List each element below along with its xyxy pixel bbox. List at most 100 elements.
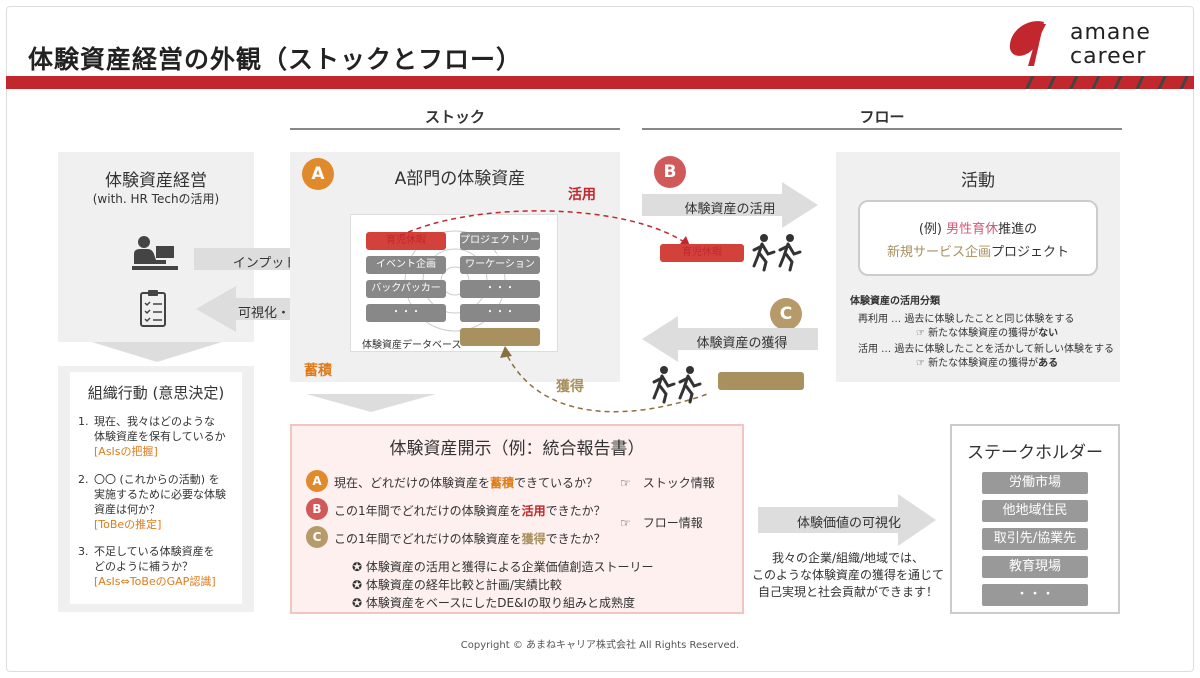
section-flow-line	[642, 128, 1122, 130]
runners-icon	[652, 366, 702, 404]
amane-logo-icon	[1009, 21, 1046, 66]
bullet-text: 体験資産の経年比較と計画/実績比較	[365, 578, 562, 592]
katsuyo-text: 活用	[568, 187, 596, 203]
item-line: どのように補うか？	[94, 560, 193, 573]
reuse-note-a: ☞ 新たな体験資産の獲得が	[916, 328, 1039, 339]
bullet-item: ✪ 体験資産の経年比較と計画/実績比較	[352, 578, 562, 592]
down-chevron-left	[92, 342, 222, 362]
db-pill-new-service: 新規サービス企画	[460, 328, 540, 346]
decision-box	[70, 372, 242, 604]
q-key: 活用	[521, 504, 546, 518]
use-pill: 育児休暇	[660, 244, 744, 262]
chikuseki-text: 蓄積	[304, 363, 332, 379]
bullet-item: ✪ 体験資産の活用と獲得による企業価値創造ストーリー	[352, 560, 654, 574]
decision-item-2: 2. 〇〇 (これからの活動) を 実施するために必要な体験 資産は何か？ [T…	[78, 472, 226, 531]
disclosure-title: 体験資産開示（例：統合報告書）	[389, 439, 645, 459]
disclosure-bullets: ✪ 体験資産の活用と獲得による企業価値創造ストーリー ✪ 体験資産の経年比較と計…	[352, 558, 654, 612]
item-line: 不足している体験資産を	[94, 545, 215, 558]
db-pill-etc: ・・・	[460, 304, 540, 322]
ex-red: 男性育休	[946, 222, 999, 237]
db-pill-etc: ・・・	[460, 280, 540, 298]
ex-gold: 新規サービス企画	[886, 245, 991, 260]
runners-icon	[752, 234, 802, 272]
q-key: 獲得	[521, 532, 546, 546]
stakeholder-item: 教育現場	[982, 556, 1088, 578]
management-subtitle: (with. HR Techの活用)	[92, 192, 220, 206]
disclosure-panel	[290, 424, 744, 614]
section-stock-line	[290, 128, 620, 130]
value-msg-line: このような体験資産の獲得を通じて	[751, 568, 944, 582]
section-stock-label: ストック	[424, 108, 485, 126]
use-label: 体験資産の活用	[684, 202, 776, 217]
page-title: 体験資産経営の外観（ストックとフロー）	[28, 45, 523, 74]
item-tag: [AsIsの把握]	[94, 445, 158, 458]
stakeholder-item: 他地域住民	[982, 500, 1088, 522]
reuse-note-b: ない	[1038, 328, 1059, 339]
item-line: 〇〇 (これからの活動) を	[94, 473, 220, 486]
db-pill-workation: ワーケーション	[460, 256, 540, 274]
item-line: 現在、我々はどのような	[94, 415, 215, 428]
header-bar	[6, 76, 1194, 89]
activity-example-box	[858, 200, 1098, 276]
stakeholder-item: 労働市場	[982, 472, 1088, 494]
decision-title: 組織行動 (意思決定)	[87, 384, 225, 402]
visualize-arrow	[196, 286, 344, 332]
decision-item-3: 3. 不足している体験資産を どのように補うか？ [AsIs⇔ToBeのGAP認…	[78, 544, 216, 588]
logo-text: amane career	[1070, 22, 1151, 70]
item-line: 実施するために必要な体験	[94, 488, 226, 501]
db-pill-etc: ・・・	[366, 304, 446, 322]
database-label: 体験資産データベース	[362, 340, 462, 351]
item-num: 2.	[78, 473, 89, 486]
ex-end: プロジェクト	[991, 245, 1070, 260]
q-text: この1年間でどれだけの体験資産を	[334, 532, 522, 546]
db-pill-backpacker: バックパッカー	[366, 280, 446, 298]
reuse-note: ☞ 新たな体験資産の獲得がない	[916, 324, 1058, 339]
item-line: 資産は何か？	[94, 503, 160, 516]
clipboard-icon	[140, 290, 166, 327]
ex-prefix: (例)	[918, 222, 947, 237]
katsuyo-label: 活用	[568, 184, 596, 204]
activity-example-line2: 新規サービス企画プロジェクト	[858, 241, 1098, 260]
management-title: 体験資産経営	[105, 171, 207, 191]
value-arrow	[758, 494, 936, 546]
activity-title: 活動	[961, 171, 995, 191]
bullet-text: 体験資産をベースにしたDE&Iの取り組みと成熟度	[365, 596, 635, 610]
db-pill-ikuji: 育児休暇	[366, 232, 446, 250]
q-text: できているか？	[514, 476, 599, 490]
person-at-desk-icon	[132, 236, 178, 270]
value-message: 我々の企業/組織/地域では、 このような体験資産の獲得を通じて 自己実現と社会貢…	[748, 550, 948, 601]
classification-title: 体験資産の活用分類	[850, 296, 940, 307]
copyright: Copyright © あまねキャリア株式会社 All Rights Reser…	[460, 640, 740, 651]
disclosure-q-a: 現在、どれだけの体験資産を蓄積できているか？	[334, 474, 598, 491]
logo-line1: amane	[1070, 20, 1151, 45]
get-arrow	[642, 316, 818, 362]
ex-mid: 推進の	[998, 222, 1038, 237]
item-tag: [AsIs⇔ToBeのGAP認識]	[94, 575, 216, 588]
get-label: 体験資産の獲得	[696, 336, 788, 351]
flow-curves	[399, 210, 710, 413]
stakeholder-title: ステークホルダー	[967, 443, 1103, 463]
stock-title: A部門の体験資産	[394, 169, 526, 189]
badge-a: A	[302, 158, 334, 190]
value-label: 体験価値の可視化	[796, 516, 901, 531]
apply-note-a: ☞ 新たな体験資産の獲得が	[916, 358, 1039, 369]
get-pill: 新規サービス企画	[718, 372, 804, 390]
kakutoku-label: 獲得	[556, 376, 584, 396]
apply-text: 活用 … 過去に体験したことを活かして新しい体験をする	[858, 344, 1115, 355]
use-arrow	[642, 182, 818, 228]
input-label: インプット	[232, 256, 298, 271]
item-num: 3.	[78, 545, 89, 558]
logo-line2: career	[1070, 44, 1147, 69]
decision-item-1: 1. 現在、我々はどのような 体験資産を保有しているか [AsIsの把握]	[78, 414, 226, 458]
q-text: できたか？	[545, 532, 606, 546]
q-text: この1年間でどれだけの体験資産を	[334, 504, 522, 518]
badge-c: C	[770, 298, 802, 330]
apply-note-b: ある	[1038, 358, 1059, 369]
stakeholder-item: 取引先/協業先	[982, 528, 1088, 550]
section-flow-label: フロー	[859, 108, 905, 126]
disclosure-badge-c: C	[306, 526, 328, 548]
badge-b: B	[654, 156, 686, 188]
bullet-text: 体験資産の活用と獲得による企業価値創造ストーリー	[365, 560, 654, 574]
disclosure-badge-b: B	[306, 498, 328, 520]
slide-frame	[6, 6, 1194, 672]
